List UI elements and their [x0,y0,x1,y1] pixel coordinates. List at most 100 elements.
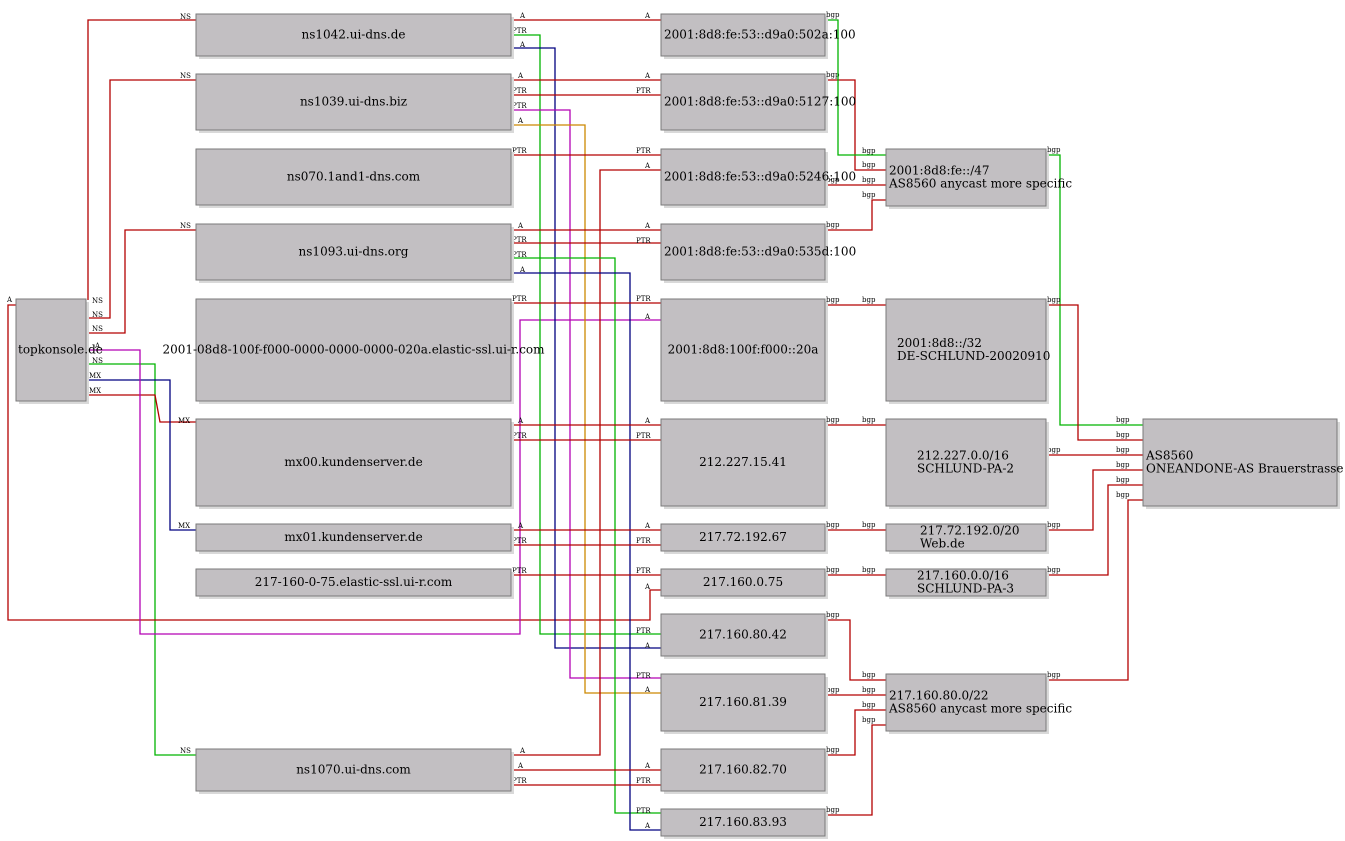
edge-e37: bgp bgp [825,566,886,576]
edge-label: bgp [862,176,876,184]
edge-label: A [6,296,13,304]
edge-label: bgp [862,566,876,574]
edge-label: PTR [512,432,527,440]
node-ip_5127: 2001:8d8:fe:53::d9a0:5127:100 [660,73,856,133]
node-label: AS8560 anycast more specific [888,177,1072,191]
node-box [195,748,512,792]
edge-label: A [519,41,526,49]
edge-label: NS [180,13,191,21]
edge-label: PTR [636,807,651,815]
edge-label: A [644,822,651,830]
edge-label: PTR [636,87,651,95]
edge-line [1046,469,1143,531]
node-label: ONEANDONE-AS Brauerstrasse 48 [1146,462,1345,476]
node-box [195,13,512,57]
node-ns1042: ns1042.ui-dns.de [195,13,514,59]
node-label: ns070.1and1-dns.com [287,170,421,184]
node-box [195,148,512,206]
edge-e11: AA [511,41,661,650]
edge-label: bgp [826,806,840,814]
edge-line [88,394,196,423]
node-box [885,523,1047,552]
edge-label: PTR [512,537,527,545]
edge-label: NS [180,222,191,230]
node-ip_502a: 2001:8d8:fe:53::d9a0:502a:100 [660,13,856,59]
node-label: 2001-08d8-100f-f000-0000-0000-0000-020a.… [162,343,545,357]
node-box [885,298,1047,402]
edge-label: bgp [826,566,840,574]
edge-label: bgp [1116,476,1130,484]
edge-label: A [644,583,651,591]
node-box [195,223,512,281]
edge-line [88,379,196,531]
edge-line [1046,499,1143,681]
edge-label: bgp [862,147,876,155]
node-box [1142,418,1338,507]
node-label: 217.160.81.39 [699,695,787,709]
node-box [195,568,512,597]
edge-label: bgp [1047,521,1061,529]
node-box [885,148,1047,207]
edge-label: bgp [826,521,840,529]
edge-label: bgp [862,716,876,724]
edge-label: bgp [1116,491,1130,499]
edge-line [825,199,886,231]
edge-e1: NS NS [87,13,196,305]
edge-line [825,724,886,816]
edge-label: PTR [636,295,651,303]
edge-label: A [517,762,524,770]
edge-label: A [644,162,651,170]
edge-label: bgp [1047,146,1061,154]
node-box [660,673,826,732]
node-label: 217.160.0.0/16 [917,569,1009,583]
edge-label: bgp [862,686,876,694]
node-ns1093: ns1093.ui-dns.org [195,223,514,283]
edge-line [511,47,661,649]
edge-label: bgp [862,161,876,169]
node-label: mx01.kundenserver.de [284,530,422,544]
edge-e3: NS NS [88,222,196,334]
edge-label: PTR [512,27,527,35]
node-elastic020a: 2001-08d8-100f-f000-0000-0000-0000-020a.… [162,298,545,404]
edge-line [88,79,196,319]
node-mx00: mx00.kundenserver.de [195,418,514,509]
edge-e46: bgp bgp [1046,476,1143,576]
node-label: Web.de [920,537,965,551]
node-label: 2001:8d8::/32 [897,336,982,350]
node-box [660,568,826,597]
edge-label: NS [92,311,103,319]
node-label: 217.160.82.70 [699,763,787,777]
node-box [885,568,1047,597]
node-box [195,73,512,131]
node-box [195,523,512,552]
node-box [15,298,87,402]
edge-label: bgp [862,416,876,424]
edge-line [1046,484,1143,576]
node-label: 2001:8d8:100f:f000::20a [668,343,819,357]
node-label: 217-160-0-75.elastic-ssl.ui-r.com [255,575,453,589]
node-label: 217.160.83.93 [699,815,787,829]
edge-e2: NS NS [88,72,196,319]
edge-line [511,272,661,831]
